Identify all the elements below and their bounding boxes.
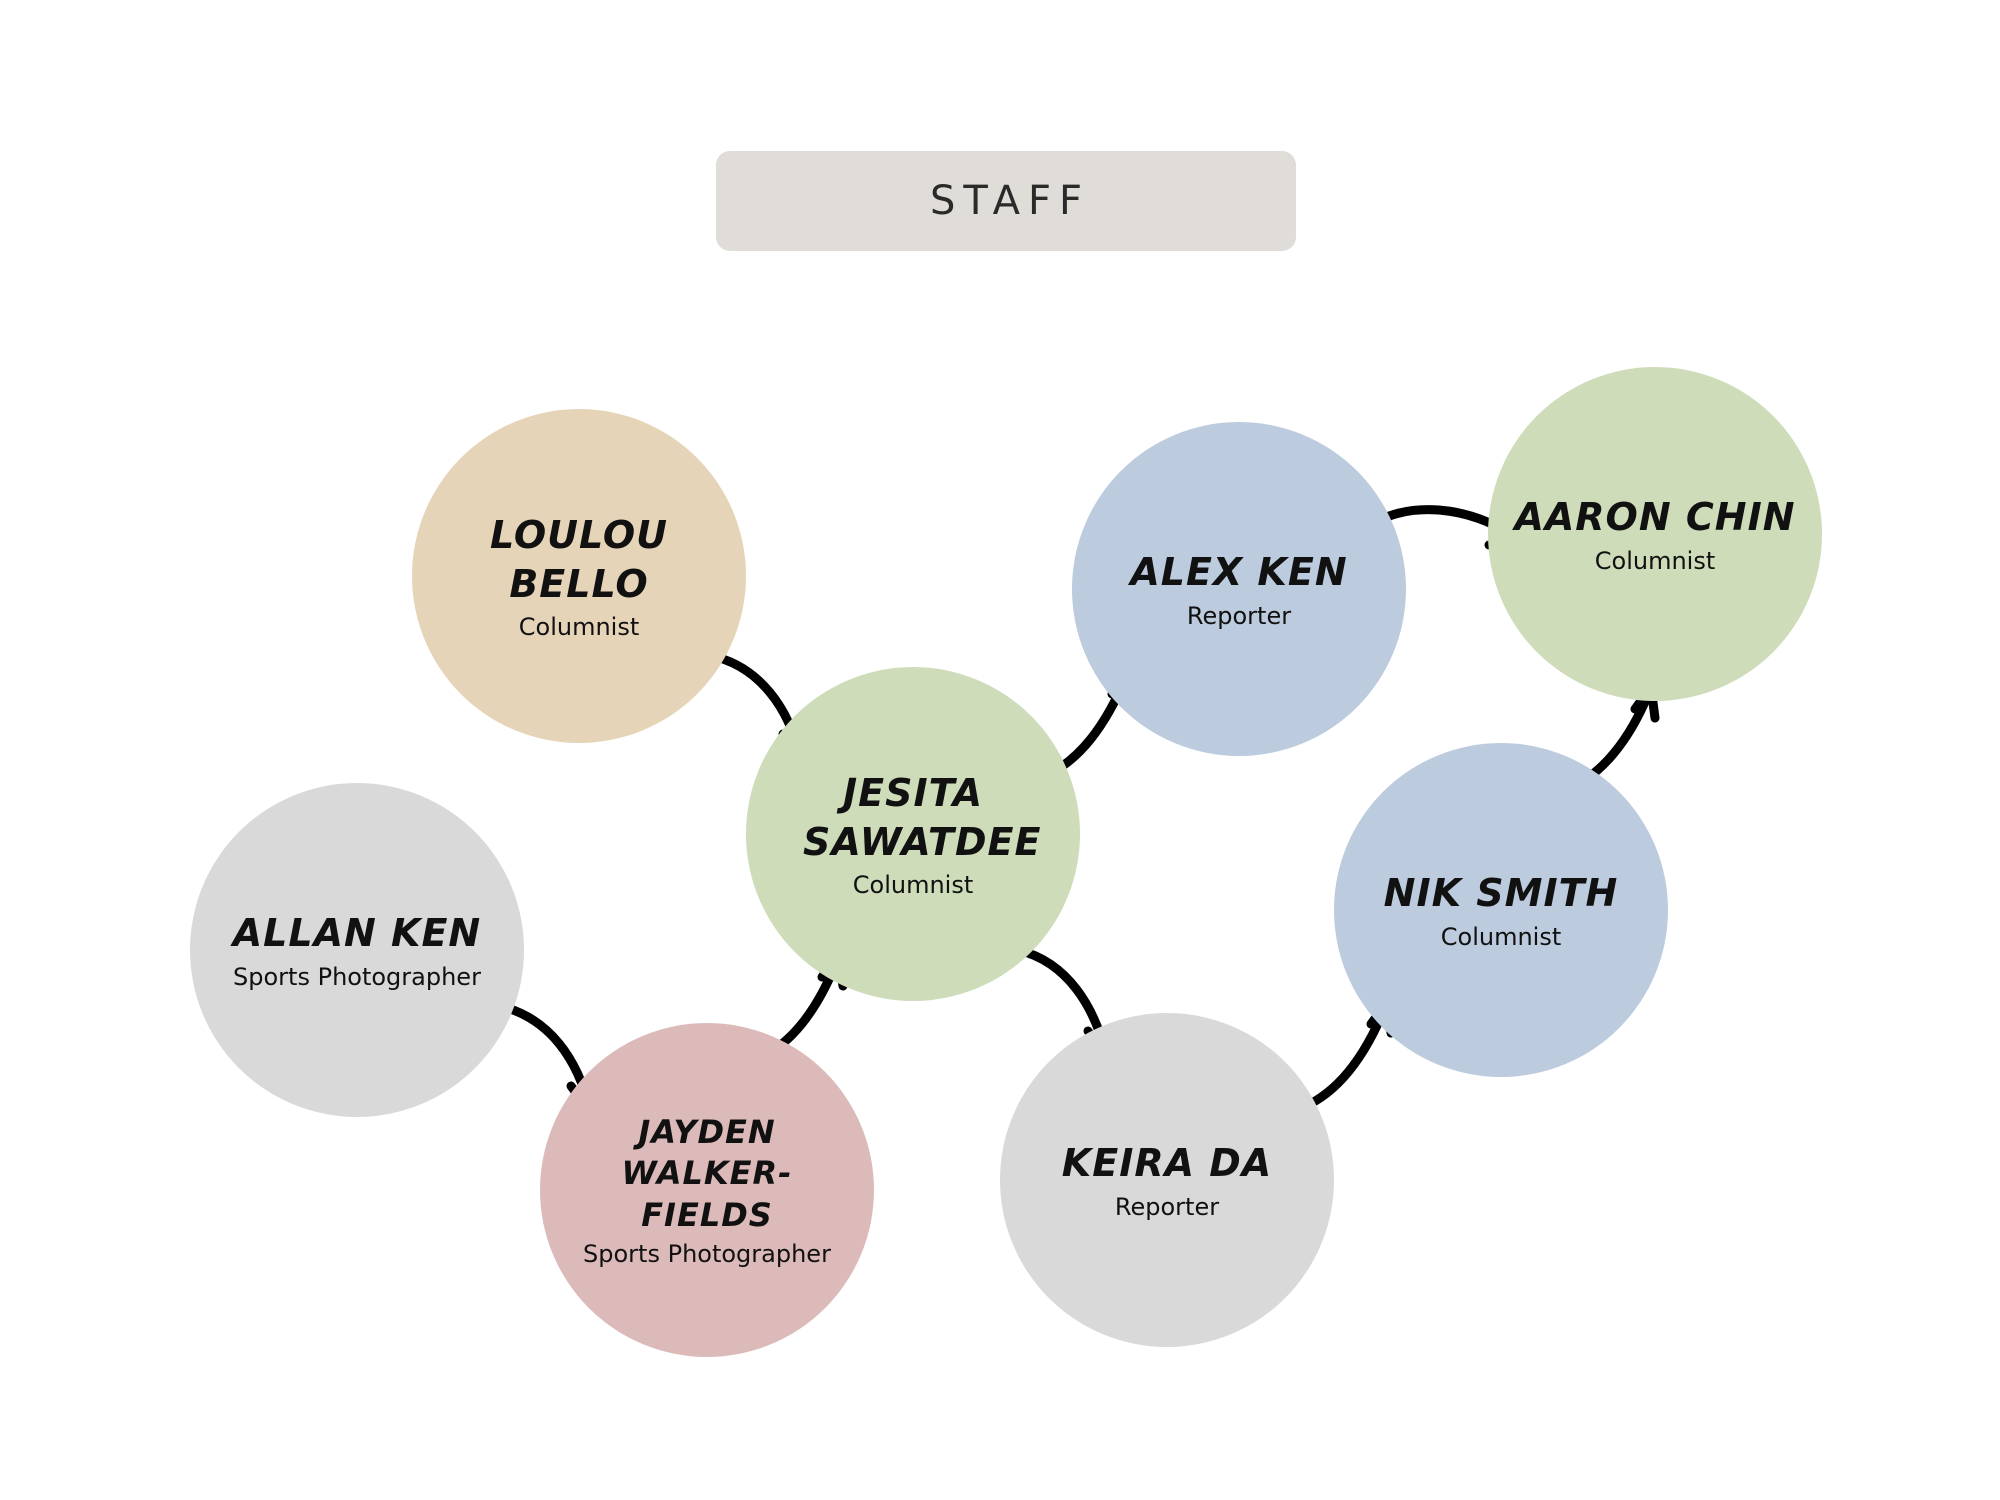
- node-role: Sports Photographer: [583, 1240, 831, 1269]
- node-role: Reporter: [1114, 1192, 1220, 1221]
- node-role: Sports Photographer: [233, 962, 481, 991]
- title-box: STAFF: [716, 151, 1296, 251]
- node-name: ALLAN KEN: [232, 911, 482, 956]
- node-role: Reporter: [1186, 601, 1292, 630]
- node-name: NIK SMITH: [1383, 871, 1619, 916]
- node-jayden-walker-fields: JAYDEN WALKER-FIELDS Sports Photographer: [540, 1023, 874, 1357]
- node-allan-ken: ALLAN KEN Sports Photographer: [190, 783, 524, 1117]
- node-name: LOULOU BELLO: [489, 512, 669, 606]
- node-alex-ken: ALEX KEN Reporter: [1072, 422, 1406, 756]
- node-loulou-bello: LOULOU BELLO Columnist: [412, 409, 746, 743]
- node-role: Columnist: [852, 871, 974, 900]
- node-name: JESITA SAWATDEE: [803, 770, 1042, 864]
- node-keira-da: KEIRA DA Reporter: [1000, 1013, 1334, 1347]
- node-name: JAYDEN WALKER-FIELDS: [621, 1112, 793, 1234]
- node-name: KEIRA DA: [1061, 1141, 1273, 1186]
- node-name: AARON CHIN: [1514, 495, 1796, 540]
- node-name: ALEX KEN: [1130, 550, 1348, 595]
- node-aaron-chin: AARON CHIN Columnist: [1488, 367, 1822, 701]
- node-jesita-sawatdee: JESITA SAWATDEE Columnist: [746, 667, 1080, 1001]
- node-nik-smith: NIK SMITH Columnist: [1334, 743, 1668, 1077]
- node-role: Columnist: [1440, 922, 1562, 951]
- diagram-title: STAFF: [929, 178, 1091, 224]
- node-role: Columnist: [518, 613, 640, 642]
- node-role: Columnist: [1594, 546, 1716, 575]
